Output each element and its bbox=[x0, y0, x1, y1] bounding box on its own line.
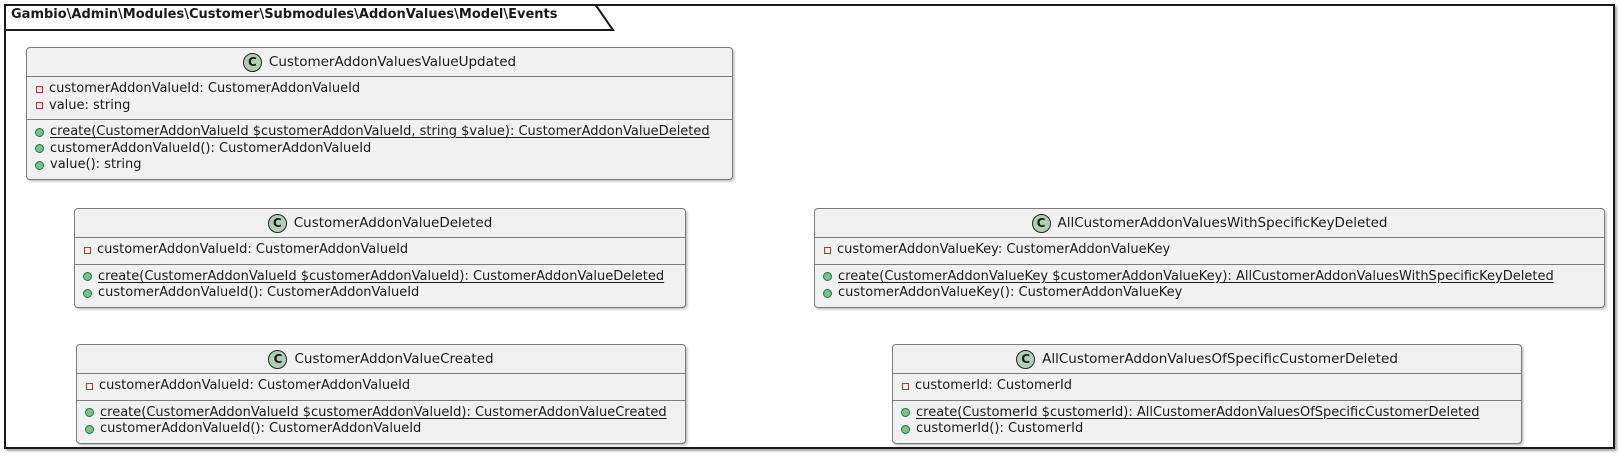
public-method-icon bbox=[83, 272, 92, 282]
method-row: customerId(): CustomerId bbox=[901, 421, 1513, 438]
class-title-bar: C CustomerAddonValueDeleted bbox=[75, 209, 685, 238]
public-method-icon bbox=[35, 144, 44, 154]
public-method-icon bbox=[85, 408, 94, 418]
uml-class-box: C AllCustomerAddonValuesOfSpecificCustom… bbox=[892, 344, 1522, 444]
class-badge-icon: C bbox=[1016, 349, 1036, 369]
method-row: create(CustomerAddonValueId $customerAdd… bbox=[85, 405, 677, 422]
class-methods-section: create(CustomerAddonValueId $customerAdd… bbox=[77, 401, 685, 443]
class-badge-letter: C bbox=[1021, 352, 1030, 366]
class-badge-icon: C bbox=[242, 52, 262, 72]
public-method-icon bbox=[35, 127, 44, 137]
private-field-icon bbox=[86, 382, 93, 390]
class-badge-letter: C bbox=[272, 216, 282, 230]
public-method-icon bbox=[823, 272, 832, 282]
class-fields-section: customerAddonValueId: CustomerAddonValue… bbox=[77, 374, 685, 401]
method-text: create(CustomerAddonValueId $customerAdd… bbox=[98, 268, 665, 284]
public-method-icon bbox=[901, 408, 910, 418]
uml-class-box: C AllCustomerAddonValuesWithSpecificKeyD… bbox=[814, 208, 1605, 308]
class-fields-section: customerId: CustomerId bbox=[893, 374, 1521, 401]
field-text: value: string bbox=[49, 97, 131, 113]
method-text: create(CustomerAddonValueId $customerAdd… bbox=[50, 124, 710, 139]
class-badge-icon: C bbox=[1031, 213, 1051, 233]
method-row: customerAddonValueId(): CustomerAddonVal… bbox=[35, 141, 724, 158]
class-fields-section: customerAddonValueId: CustomerAddonValue… bbox=[75, 238, 685, 265]
field-text: customerAddonValueId: CustomerAddonValue… bbox=[99, 378, 411, 393]
method-row: customerAddonValueId(): CustomerAddonVal… bbox=[83, 285, 677, 302]
field-row: value: string bbox=[35, 98, 724, 115]
private-field-icon bbox=[824, 246, 831, 254]
method-text: customerId(): CustomerId bbox=[916, 421, 1084, 436]
method-row: customerAddonValueKey(): CustomerAddonVa… bbox=[823, 285, 1596, 302]
package-frame: Gambio\Admin\Modules\Customer\Submodules… bbox=[4, 4, 1615, 449]
method-text: create(CustomerAddonValueKey $customerAd… bbox=[838, 268, 1554, 284]
uml-class-box: C CustomerAddonValuesValueUpdated custom… bbox=[26, 47, 733, 180]
public-method-icon bbox=[83, 288, 92, 298]
class-methods-section: create(CustomerId $customerId): AllCusto… bbox=[893, 401, 1521, 443]
method-row: create(CustomerId $customerId): AllCusto… bbox=[901, 405, 1513, 422]
method-text: customerAddonValueId(): CustomerAddonVal… bbox=[50, 140, 372, 156]
method-text: customerAddonValueKey(): CustomerAddonVa… bbox=[838, 285, 1183, 300]
public-method-icon bbox=[823, 288, 832, 298]
method-text: customerAddonValueId(): CustomerAddonVal… bbox=[100, 421, 422, 436]
class-badge-icon: C bbox=[267, 213, 287, 233]
method-text: value(): string bbox=[50, 157, 142, 172]
field-text: customerAddonValueId: CustomerAddonValue… bbox=[97, 242, 409, 257]
class-title-bar: C AllCustomerAddonValuesWithSpecificKeyD… bbox=[815, 209, 1604, 238]
private-field-icon bbox=[36, 85, 43, 93]
class-name: CustomerAddonValueDeleted bbox=[293, 215, 493, 231]
field-row: customerAddonValueId: CustomerAddonValue… bbox=[35, 81, 724, 98]
method-row: create(CustomerAddonValueId $customerAdd… bbox=[35, 124, 724, 141]
field-row: customerAddonValueKey: CustomerAddonValu… bbox=[823, 242, 1596, 259]
class-badge-letter: C bbox=[1036, 216, 1046, 230]
package-tab: Gambio\Admin\Modules\Customer\Submodules… bbox=[4, 4, 624, 31]
private-field-icon bbox=[902, 382, 909, 390]
class-name: AllCustomerAddonValuesOfSpecificCustomer… bbox=[1042, 351, 1398, 367]
class-badge-letter: C bbox=[248, 55, 257, 69]
public-method-icon bbox=[35, 160, 44, 170]
class-title-bar: C CustomerAddonValueCreated bbox=[77, 345, 685, 374]
method-row: customerAddonValueId(): CustomerAddonVal… bbox=[85, 421, 677, 438]
package-tab-outline bbox=[4, 4, 615, 31]
class-title-bar: C AllCustomerAddonValuesOfSpecificCustom… bbox=[893, 345, 1521, 374]
private-field-icon bbox=[84, 246, 91, 254]
class-fields-section: customerAddonValueKey: CustomerAddonValu… bbox=[815, 238, 1604, 265]
class-badge-letter: C bbox=[273, 352, 283, 366]
package-title: Gambio\Admin\Modules\Customer\Submodules… bbox=[11, 7, 558, 22]
method-text: create(CustomerAddonValueId $customerAdd… bbox=[100, 404, 667, 420]
method-row: value(): string bbox=[35, 157, 724, 174]
class-badge-icon: C bbox=[268, 349, 288, 369]
class-fields-section: customerAddonValueId: CustomerAddonValue… bbox=[27, 77, 732, 120]
field-text: customerId: CustomerId bbox=[915, 378, 1073, 393]
class-methods-section: create(CustomerAddonValueId $customerAdd… bbox=[75, 265, 685, 307]
class-name: AllCustomerAddonValuesWithSpecificKeyDel… bbox=[1057, 215, 1388, 231]
method-row: create(CustomerAddonValueKey $customerAd… bbox=[823, 269, 1596, 286]
method-row: create(CustomerAddonValueId $customerAdd… bbox=[83, 269, 677, 286]
method-text: create(CustomerId $customerId): AllCusto… bbox=[916, 404, 1480, 420]
private-field-icon bbox=[36, 102, 43, 110]
class-methods-section: create(CustomerAddonValueKey $customerAd… bbox=[815, 265, 1604, 307]
field-text: customerAddonValueId: CustomerAddonValue… bbox=[49, 81, 361, 96]
field-row: customerId: CustomerId bbox=[901, 378, 1513, 395]
uml-class-box: C CustomerAddonValueDeleted customerAddo… bbox=[74, 208, 686, 308]
class-title-bar: C CustomerAddonValuesValueUpdated bbox=[27, 48, 732, 77]
uml-class-box: C CustomerAddonValueCreated customerAddo… bbox=[76, 344, 686, 444]
class-name: CustomerAddonValuesValueUpdated bbox=[268, 54, 517, 70]
class-name: CustomerAddonValueCreated bbox=[294, 351, 494, 367]
public-method-icon bbox=[901, 424, 910, 434]
field-row: customerAddonValueId: CustomerAddonValue… bbox=[83, 242, 677, 259]
field-text: customerAddonValueKey: CustomerAddonValu… bbox=[837, 242, 1171, 257]
public-method-icon bbox=[85, 424, 94, 434]
method-text: customerAddonValueId(): CustomerAddonVal… bbox=[98, 285, 420, 300]
class-methods-section: create(CustomerAddonValueId $customerAdd… bbox=[27, 120, 732, 179]
field-row: customerAddonValueId: CustomerAddonValue… bbox=[85, 378, 677, 395]
